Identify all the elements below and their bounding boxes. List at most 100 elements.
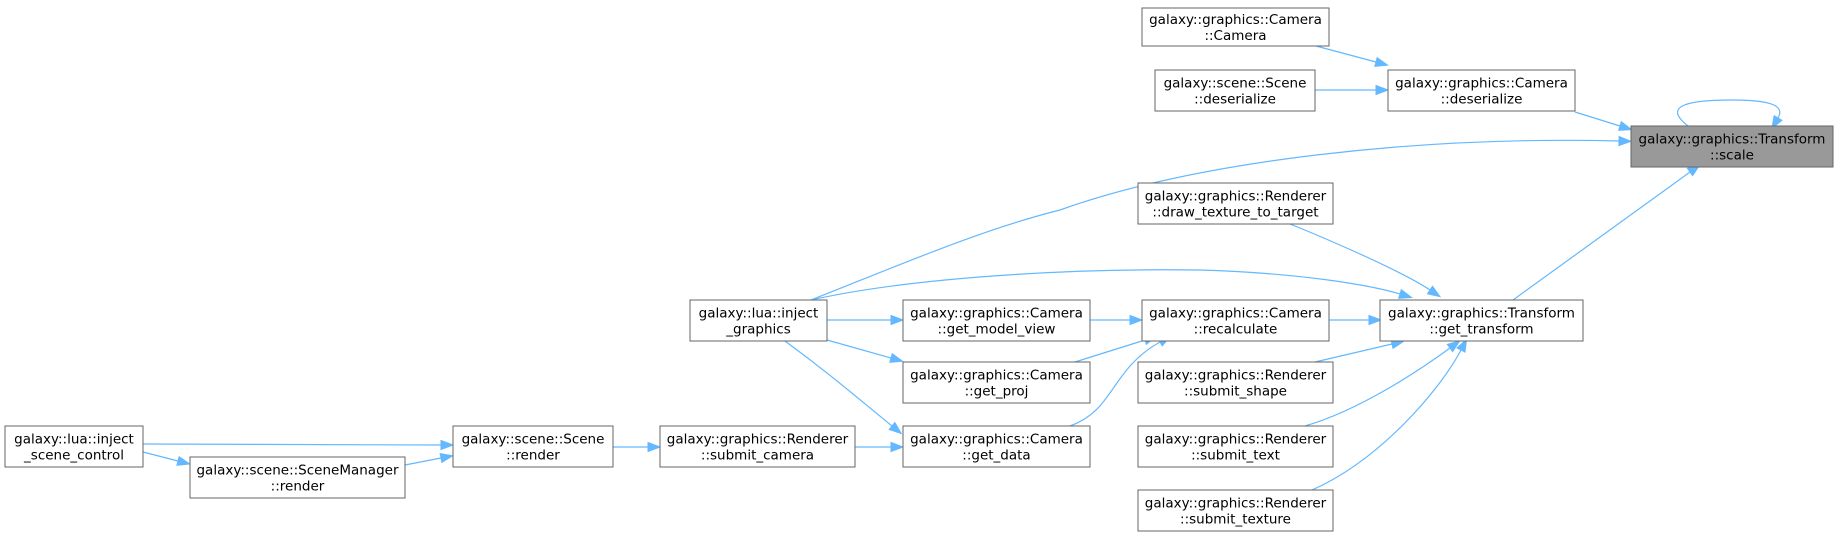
node-get-proj[interactable]: galaxy::graphics::Camera::get_proj [902, 361, 1091, 404]
node-scene-render[interactable]: galaxy::scene::Scene::render [452, 425, 614, 468]
call-edge-model_view-to-recalc [1090, 314, 1144, 326]
arrowhead-icon [1618, 135, 1633, 147]
node-box[interactable] [1630, 125, 1834, 168]
node-label-line: galaxy::graphics::Camera [910, 368, 1083, 384]
node-label-line: _scene_control [23, 448, 124, 464]
node-recalc[interactable]: galaxy::graphics::Camera::recalculate [1141, 299, 1330, 342]
node-box[interactable] [1137, 182, 1334, 225]
edge-line [1315, 45, 1377, 63]
call-edge-cam_ctor-to-cam_deser [1315, 45, 1389, 67]
edge-line [1289, 223, 1431, 291]
node-submit-texture[interactable]: galaxy::graphics::Renderer::submit_textu… [1137, 489, 1334, 532]
node-box[interactable] [1141, 7, 1330, 47]
node-label-line: galaxy::scene::Scene [462, 432, 605, 448]
arrowhead-icon [1771, 114, 1783, 130]
node-label-line: ::Camera [1204, 28, 1266, 44]
call-edge-scale-to-scale [1676, 99, 1783, 130]
node-lua-gfx[interactable]: galaxy::lua::inject_graphics [689, 299, 828, 342]
call-edge-get_transform-to-scale [1512, 164, 1701, 301]
node-box[interactable] [4, 425, 144, 468]
node-draw-tex[interactable]: galaxy::graphics::Renderer::draw_texture… [1137, 182, 1334, 225]
node-box[interactable] [1137, 489, 1334, 532]
node-box[interactable] [452, 425, 614, 468]
node-label-line: galaxy::scene::SceneManager [196, 463, 398, 479]
node-label-line: galaxy::scene::Scene [1164, 76, 1307, 92]
node-label-line: galaxy::graphics::Camera [1395, 76, 1568, 92]
arrowhead-icon [1456, 338, 1468, 353]
arrowhead-icon [440, 439, 455, 451]
node-label-line: ::get_proj [965, 384, 1029, 400]
node-get-data[interactable]: galaxy::graphics::Camera::get_data [902, 425, 1091, 468]
node-box[interactable] [902, 361, 1091, 404]
node-model-view[interactable]: galaxy::graphics::Camera::get_model_view [902, 299, 1091, 342]
node-box[interactable] [1379, 299, 1584, 342]
call-edge-scene_deser-to-cam_deser [1315, 84, 1390, 96]
edge-line [142, 443, 442, 446]
node-label-line: ::get_transform [1429, 322, 1533, 338]
node-box[interactable] [902, 299, 1091, 342]
node-label-line: ::submit_shape [1184, 384, 1287, 400]
node-box[interactable] [1154, 69, 1316, 112]
call-edge-lua_scene-to-scene_render [142, 439, 455, 451]
edge-line [1304, 347, 1451, 427]
arrowhead-icon [439, 452, 455, 464]
edge-line [1512, 171, 1691, 301]
call-edge-submit_camera-to-get_data [855, 441, 905, 453]
node-box[interactable] [1387, 69, 1576, 112]
edge-line [1069, 341, 1161, 427]
node-label-line: galaxy::graphics::Camera [910, 306, 1083, 322]
call-edge-lua_gfx-to-get_transform [810, 269, 1413, 301]
node-box[interactable] [902, 425, 1091, 468]
arrowhead-icon [1375, 84, 1390, 96]
node-label-line: galaxy::graphics::Renderer [1145, 189, 1327, 205]
node-submit-text[interactable]: galaxy::graphics::Renderer::submit_text [1137, 425, 1334, 468]
node-label-line: galaxy::lua::inject [699, 306, 819, 322]
call-edges [142, 45, 1783, 491]
node-box[interactable] [659, 425, 856, 468]
node-box[interactable] [1137, 361, 1334, 404]
arrowhead-icon [890, 441, 905, 453]
arrowhead-icon [1374, 56, 1389, 67]
call-nodes: galaxy::graphics::Transform::scalegalaxy… [4, 7, 1834, 532]
node-cam-ctor[interactable]: galaxy::graphics::Camera::Camera [1141, 7, 1330, 47]
node-box[interactable] [1141, 299, 1330, 342]
node-label-line: _graphics [725, 322, 790, 338]
node-scale[interactable]: galaxy::graphics::Transform::scale [1630, 125, 1834, 168]
call-edge-lua_gfx-to-get_proj [826, 339, 904, 363]
node-label-line: ::draw_texture_to_target [1152, 205, 1318, 221]
arrowhead-icon [1368, 314, 1383, 326]
node-label-line: galaxy::graphics::Renderer [1145, 368, 1327, 384]
node-label-line: ::deserialize [1441, 92, 1523, 108]
node-label-line: ::scale [1710, 148, 1754, 164]
call-edge-lua_gfx-to-scale [810, 135, 1633, 301]
node-label-line: galaxy::graphics::Renderer [1145, 496, 1327, 512]
node-cam-deser[interactable]: galaxy::graphics::Camera::deserialize [1387, 69, 1576, 112]
call-edge-submit_text-to-get_transform [1304, 340, 1461, 427]
call-edge-submit_texture-to-get_transform [1311, 338, 1468, 491]
edge-line [1074, 339, 1146, 363]
node-mgr-render[interactable]: galaxy::scene::SceneManager::render [189, 456, 406, 499]
node-label-line: galaxy::graphics::Transform [1388, 306, 1575, 322]
edge-line [784, 340, 893, 427]
arrowhead-icon [1426, 285, 1442, 298]
node-box[interactable] [189, 456, 406, 499]
call-edge-lua_scene-to-mgr_render [142, 451, 192, 466]
node-label-line: ::deserialize [1194, 92, 1276, 108]
edge-line [810, 139, 1620, 301]
node-label-line: galaxy::graphics::Renderer [1145, 432, 1327, 448]
node-label-line: ::render [506, 448, 560, 464]
arrowhead-icon [889, 352, 904, 363]
node-get-transform[interactable]: galaxy::graphics::Transform::get_transfo… [1379, 299, 1584, 342]
node-label-line: ::recalculate [1194, 322, 1278, 338]
node-submit-shape[interactable]: galaxy::graphics::Renderer::submit_shape [1137, 361, 1334, 404]
node-scene-deser[interactable]: galaxy::scene::Scene::deserialize [1154, 69, 1316, 112]
arrowhead-icon [888, 421, 903, 435]
node-label-line: galaxy::graphics::Camera [1149, 306, 1322, 322]
node-box[interactable] [689, 299, 828, 342]
node-lua-scene[interactable]: galaxy::lua::inject_scene_control [4, 425, 144, 468]
node-submit-camera[interactable]: galaxy::graphics::Renderer::submit_camer… [659, 425, 856, 468]
call-edge-recalc-to-get_transform [1329, 314, 1383, 326]
node-box[interactable] [1137, 425, 1334, 468]
call-edge-mgr_render-to-scene_render [404, 452, 455, 466]
